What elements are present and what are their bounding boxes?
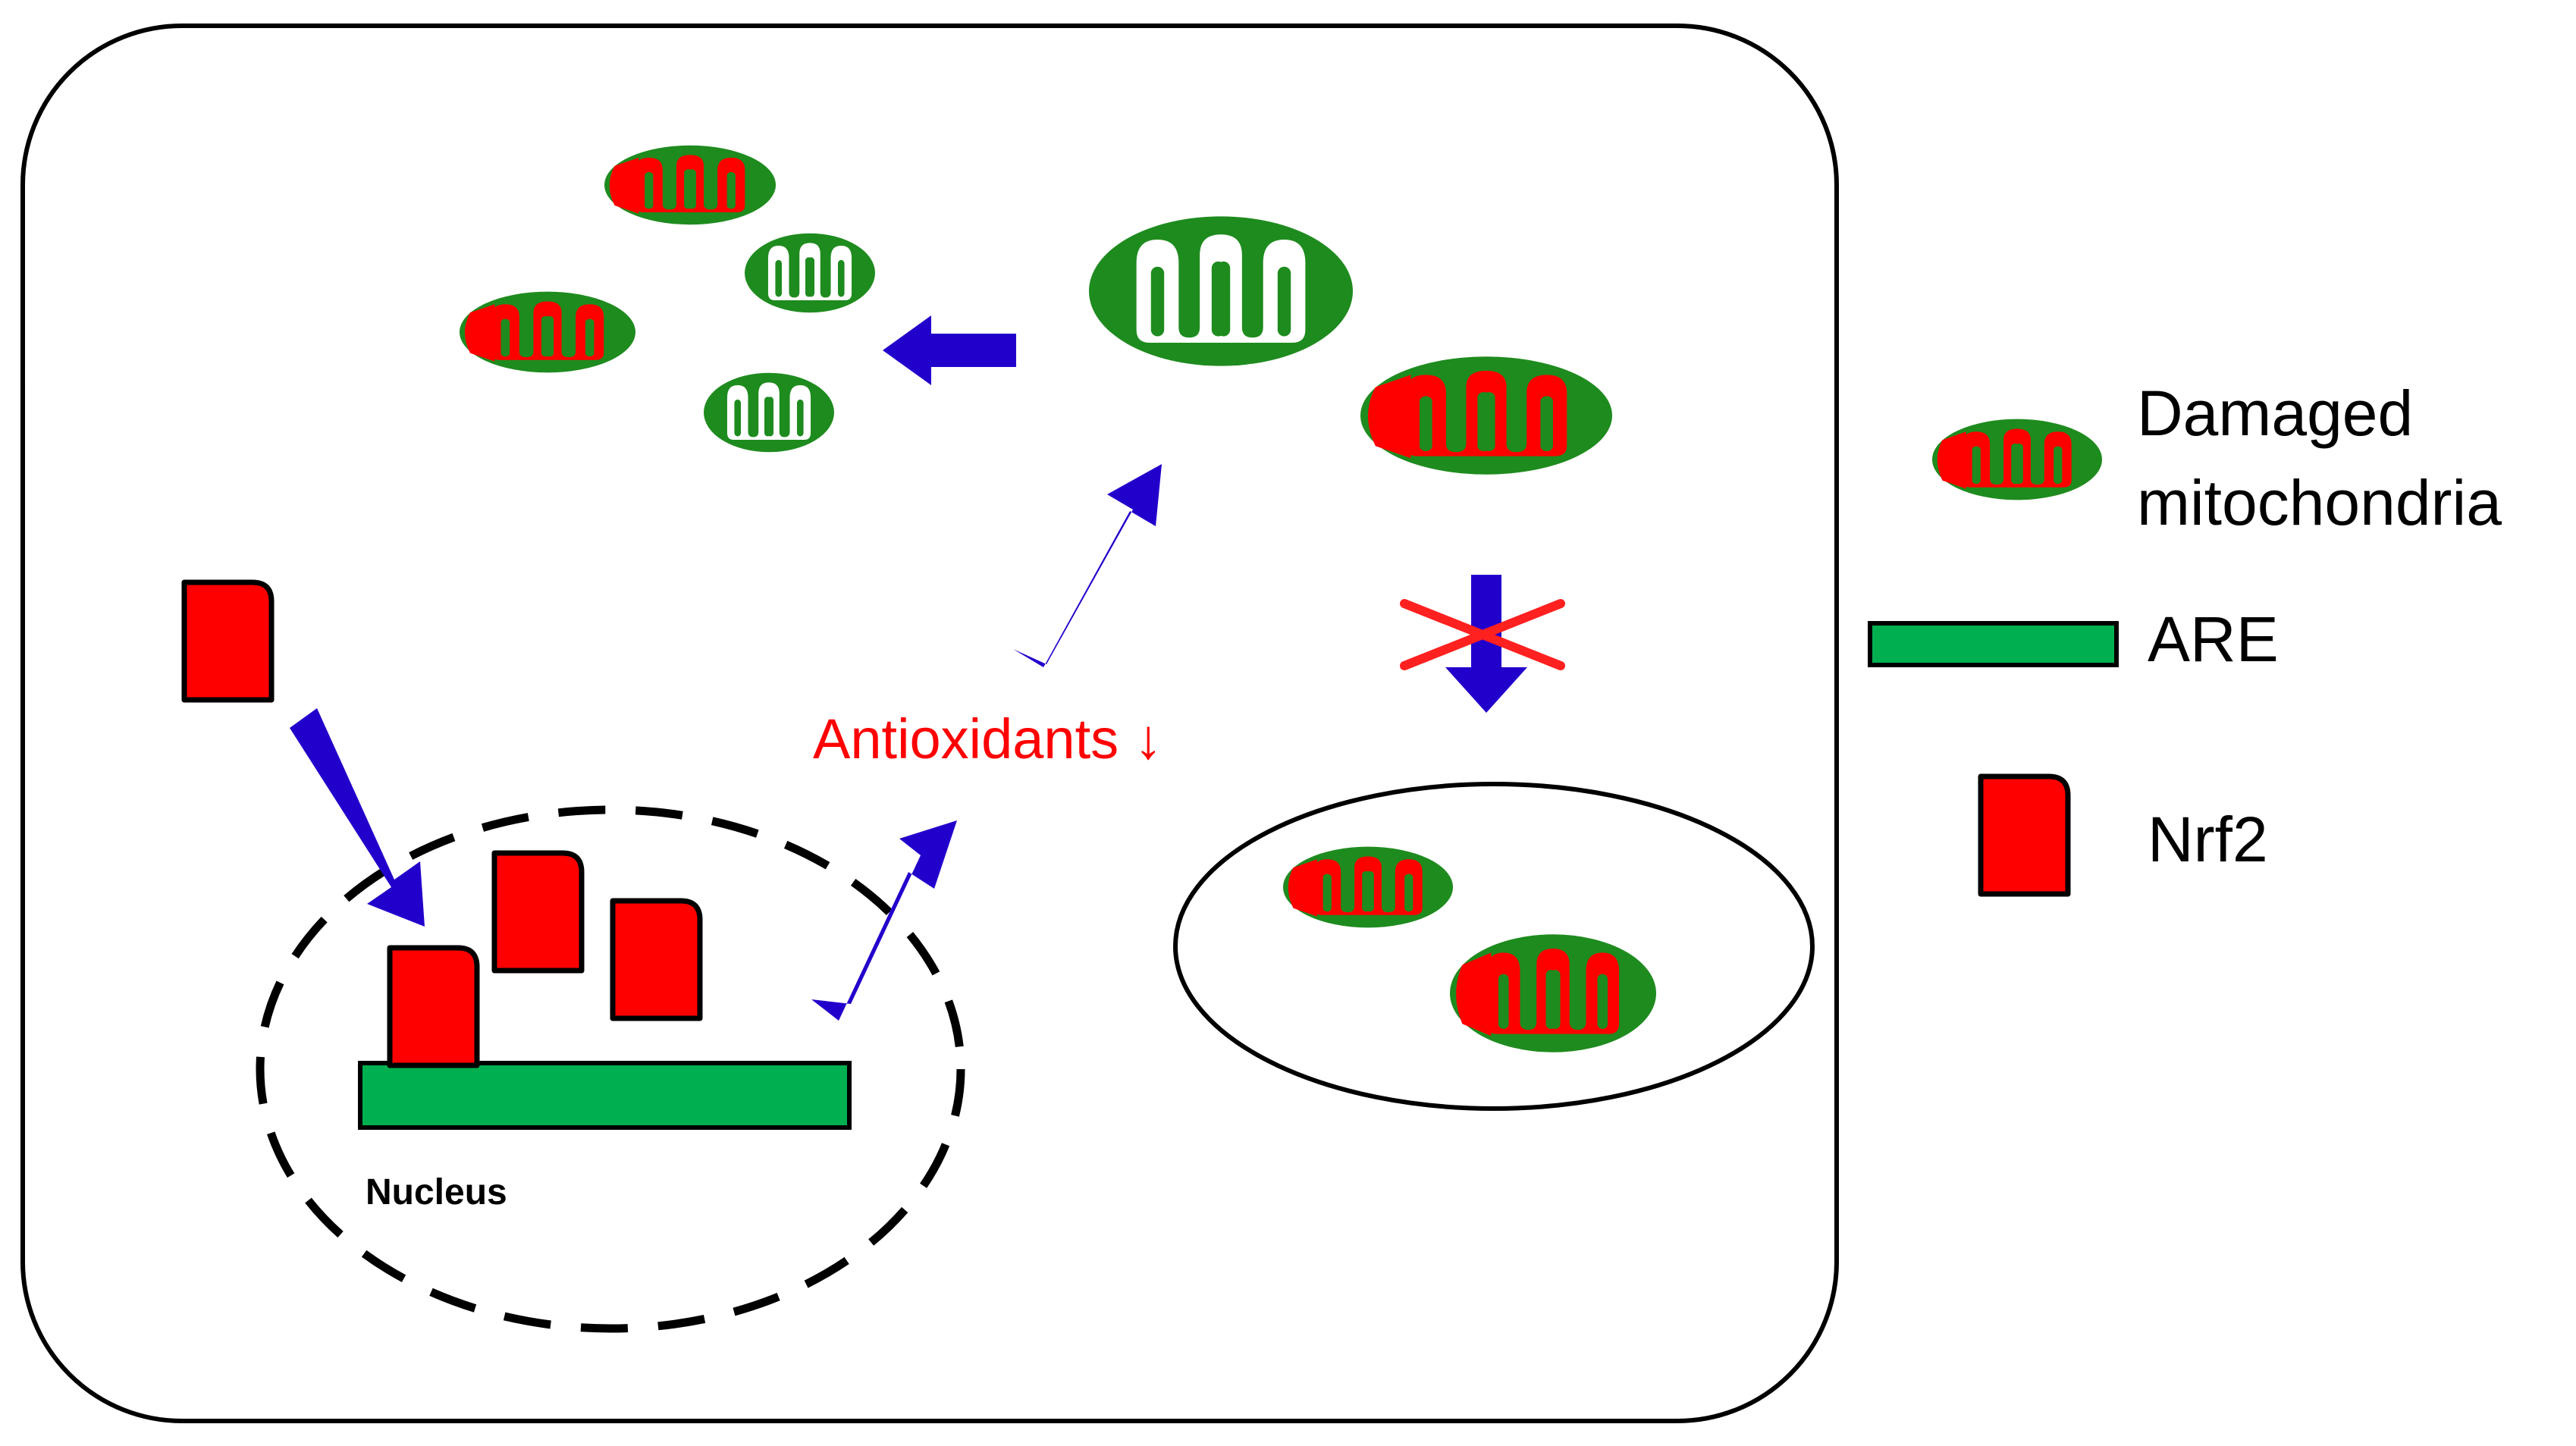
mitochondria-icon: [604, 146, 776, 224]
arrow-icon: [883, 315, 1016, 385]
arrow-icon: [1445, 575, 1527, 713]
arrow-icon: [811, 820, 957, 1021]
mitochondria-icon: [1089, 216, 1353, 365]
arrow-icon: [1013, 464, 1162, 667]
antioxidants-label: Antioxidants ↓: [813, 707, 1162, 770]
mitochondria-icon: [1283, 847, 1453, 928]
mitochondria-icon: [745, 234, 875, 312]
nucleus-envelope: [256, 805, 965, 1333]
mitochondria-icon: [1450, 934, 1656, 1052]
nrf2-protein-icon: [1981, 776, 2068, 894]
are-dna-bar-icon: [358, 1061, 852, 1130]
nucleus-label: Nucleus: [366, 1172, 507, 1212]
nrf2-protein-icon: [613, 901, 700, 1018]
mitochondria-icon: [1360, 356, 1612, 474]
legend-damaged-mitochondria-line2: mitochondria: [2137, 467, 2502, 538]
legend-nrf2: Nrf2: [2148, 804, 2268, 875]
legend-damaged-mitochondria-line1: Damaged: [2137, 378, 2413, 449]
blocked-cross-icon: [1400, 599, 1565, 670]
nrf2-protein-icon: [390, 948, 477, 1065]
nrf2-protein-icon: [184, 582, 271, 700]
arrow-icon: [290, 708, 425, 927]
are-dna-bar-icon: [1868, 621, 2119, 667]
mitochondria-icon: [1932, 419, 2102, 500]
legend-are: ARE: [2148, 604, 2279, 675]
legend: Damaged mitochondria ARE Nrf2: [1868, 378, 2502, 894]
mitochondria-icon: [460, 292, 635, 373]
nrf2-protein-icon: [494, 853, 582, 971]
mitochondria-icon: [704, 373, 834, 452]
